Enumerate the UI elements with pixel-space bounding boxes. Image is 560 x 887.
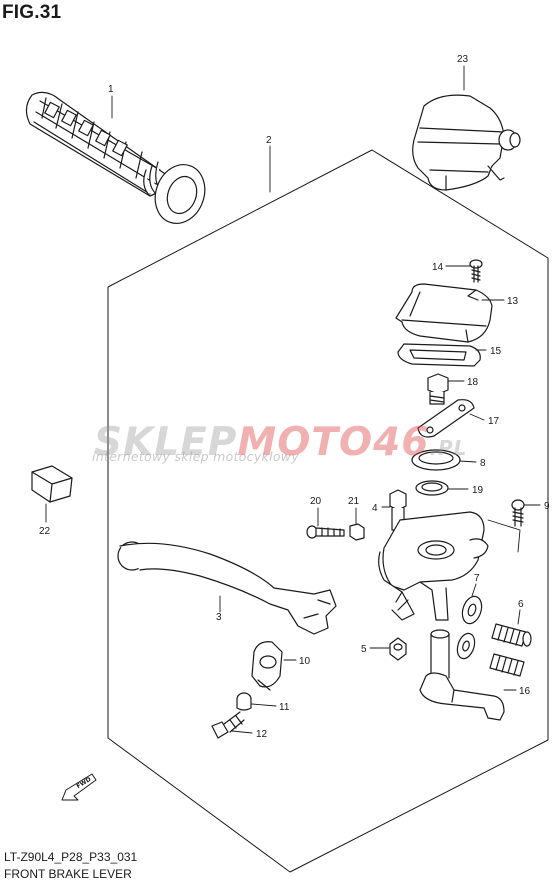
callout-4: 4: [372, 503, 378, 514]
callout-7: 7: [474, 573, 480, 584]
part-plate[interactable]: [417, 399, 475, 438]
callout-21: 21: [348, 496, 360, 507]
part-nut-21[interactable]: [349, 523, 365, 541]
callout-8: 8: [480, 458, 486, 469]
watermark-tagline: internetowy sklep motocyklowy: [92, 449, 300, 464]
part-switch[interactable]: [419, 672, 505, 721]
callout-23: 23: [457, 54, 469, 65]
callout-11: 11: [279, 702, 290, 713]
callout-19: 19: [472, 485, 484, 496]
part-block[interactable]: [31, 465, 73, 503]
watermark-brand-a: SKLEP: [94, 420, 238, 465]
part-screw-9[interactable]: [511, 499, 525, 527]
part-bolt-20[interactable]: [306, 525, 345, 539]
watermark-domain: .PL: [429, 436, 468, 460]
callout-6: 6: [518, 599, 524, 610]
callout-13: 13: [507, 296, 519, 307]
callout-12: 12: [256, 729, 268, 740]
callout-1: 1: [108, 84, 114, 95]
model-code: LT-Z90L4_P28_P33_031: [4, 850, 138, 864]
part-nut-11[interactable]: [236, 692, 252, 711]
part-ring[interactable]: [415, 480, 449, 496]
assembly-outline: [107, 149, 549, 873]
callout-numbers: 1 2 3 4 5 6 7 8 9 10 11 12 13 14 15 16 1…: [39, 54, 550, 740]
leader-lines: [45, 65, 541, 734]
callout-5: 5: [361, 644, 367, 655]
part-lock-washer[interactable]: [454, 594, 485, 661]
callout-15: 15: [490, 346, 502, 357]
callout-14: 14: [432, 262, 444, 273]
watermark-brand-b: MOTO46: [237, 420, 430, 465]
part-brake-lever[interactable]: [117, 541, 337, 635]
part-reservoir-cap[interactable]: [395, 283, 493, 343]
part-collar[interactable]: [251, 641, 283, 691]
part-bolt-12[interactable]: [211, 711, 245, 739]
part-cover[interactable]: [412, 94, 521, 191]
part-grip[interactable]: [25, 91, 212, 230]
part-boot[interactable]: [411, 449, 461, 471]
callout-9: 9: [544, 501, 550, 512]
part-group-name: FRONT BRAKE LEVER: [4, 867, 132, 881]
callout-22: 22: [39, 526, 51, 537]
callout-20: 20: [310, 496, 322, 507]
callout-18: 18: [467, 377, 479, 388]
part-nut-5[interactable]: [389, 637, 407, 661]
callout-10: 10: [299, 656, 311, 667]
part-screw-small[interactable]: [469, 259, 483, 283]
part-master-cylinder[interactable]: [378, 511, 489, 679]
part-adjuster[interactable]: [489, 623, 532, 677]
callout-16: 16: [519, 686, 531, 697]
part-diaphragm[interactable]: [397, 343, 481, 367]
callout-3: 3: [216, 612, 222, 623]
part-bolt-18[interactable]: [427, 373, 449, 405]
figure-title: FIG.31: [2, 2, 62, 23]
fwd-arrow-icon: FWD: [61, 773, 97, 801]
watermark-brand: SKLEPMOTO46.PL: [94, 420, 467, 465]
callout-2: 2: [266, 135, 272, 146]
callout-17: 17: [488, 416, 500, 427]
